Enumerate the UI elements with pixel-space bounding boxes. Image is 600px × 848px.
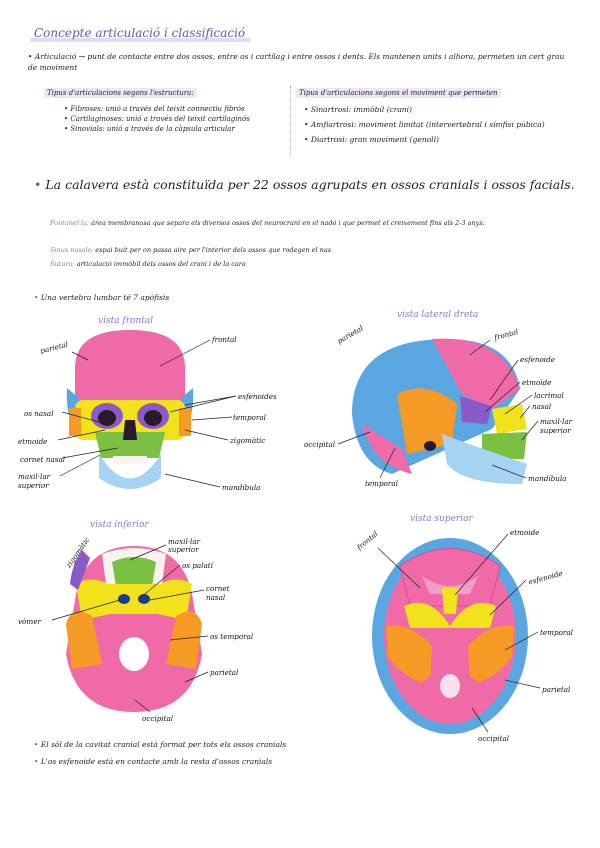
final-bullet: • L'os esfenoide està en contacte amb la…: [34, 757, 272, 766]
bullet-icon: •: [34, 740, 38, 749]
bullet-icon: •: [34, 757, 38, 766]
final-bullet: • El sòl de la cavitat cranial està form…: [34, 740, 286, 749]
